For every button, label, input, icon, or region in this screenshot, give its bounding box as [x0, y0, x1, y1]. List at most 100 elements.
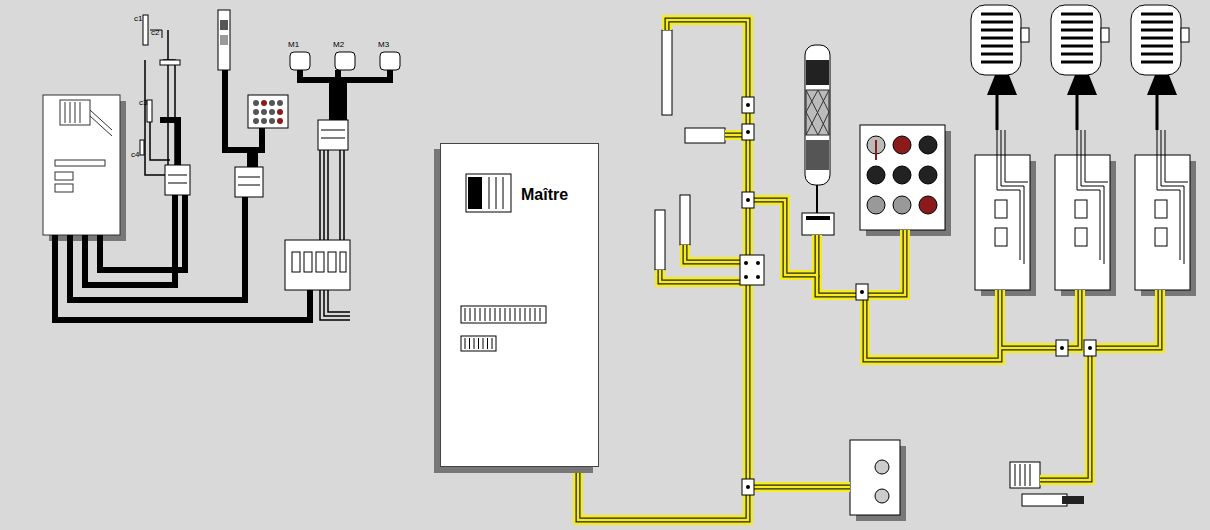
bus-tee-dot: [756, 275, 760, 279]
io-terminal: [540, 308, 541, 321]
motor-fin: [981, 53, 1013, 56]
motor-cable: [1156, 95, 1159, 130]
drive-part: [1155, 228, 1167, 246]
io-terminal: [500, 308, 501, 321]
motor-cable: [1076, 95, 1079, 130]
bus-cable-core: [660, 270, 748, 282]
bus-cable-halo: [748, 200, 817, 275]
motor-fin: [1141, 61, 1173, 64]
bus-cable-core: [748, 486, 850, 489]
motor-fin: [1061, 13, 1093, 16]
io-terminal: [490, 308, 491, 321]
motor-fin: [1061, 21, 1093, 24]
bus-tee-dot: [860, 290, 864, 294]
device-label: c3: [139, 98, 147, 107]
motor-fin: [1061, 37, 1093, 40]
bus-cable-core: [1000, 290, 1080, 348]
io-terminal: [487, 338, 488, 349]
io-terminal: [535, 308, 536, 321]
bus-tee: [742, 124, 754, 140]
bus-tee: [1084, 340, 1096, 356]
io-terminal: [515, 308, 516, 321]
motor-fin: [981, 37, 1013, 40]
io-terminal: [485, 308, 486, 321]
motor-fin: [1141, 37, 1173, 40]
bus-cable-edge: [685, 245, 748, 262]
bus-tee: [740, 97, 1096, 495]
io-terminal: [478, 338, 479, 349]
bus-cable-core: [1090, 290, 1160, 348]
bus-tee: [1056, 340, 1068, 356]
motor-fin: [1141, 45, 1173, 48]
motor-fin: [1141, 21, 1173, 24]
bus-cable-halo: [685, 245, 748, 262]
motor-fin: [1061, 45, 1093, 48]
bus-tee-dot: [746, 103, 750, 107]
conventional-wiring: [43, 10, 400, 320]
io-terminal: [492, 338, 493, 349]
bus-tee: [742, 97, 754, 113]
motor: [1051, 5, 1101, 75]
motor-terminal: [1021, 28, 1029, 42]
io-terminal: [505, 308, 506, 321]
io-terminal: [469, 338, 470, 349]
motor-drive: [1055, 155, 1110, 290]
device-label: c2: [151, 28, 159, 37]
bus-tee-dot: [746, 130, 750, 134]
bus-cable-halo: [1040, 348, 1090, 480]
motor-fin: [981, 29, 1013, 32]
motor-fin: [1141, 29, 1173, 32]
io-card: [461, 306, 546, 323]
bus-cable-edge: [748, 485, 850, 490]
bus-tee-dot: [746, 485, 750, 489]
io-terminal: [480, 308, 481, 321]
bus-cable-core: [1040, 348, 1090, 480]
drive-part: [1075, 200, 1087, 218]
motor-terminal: [1101, 28, 1109, 42]
io-terminal: [525, 308, 526, 321]
drive-part: [995, 228, 1007, 246]
drive-wire: [1077, 130, 1108, 264]
bus-tee: [740, 255, 764, 285]
io-terminal: [510, 308, 511, 321]
bus-cable-edge: [1040, 348, 1090, 480]
drive-wire: [997, 130, 1028, 264]
bus-cable-edge: [865, 290, 1000, 360]
io-terminal: [530, 308, 531, 321]
bus-tee-dot: [1060, 346, 1064, 350]
bus-cable-halo: [748, 482, 850, 492]
bus-tee-dot: [1088, 346, 1092, 350]
bus-tee-dot: [746, 198, 750, 202]
io-terminal: [475, 308, 476, 321]
io-terminal: [483, 338, 484, 349]
bus-tee-dot: [744, 261, 748, 265]
plc: [466, 174, 511, 212]
motor-drive: [1135, 155, 1190, 290]
motor-fin: [1061, 29, 1093, 32]
io-terminal: [474, 338, 475, 349]
io-terminal: [495, 308, 496, 321]
motor-fin: [981, 21, 1013, 24]
device-label: M3: [378, 40, 389, 49]
io-terminal: [465, 338, 466, 349]
motor: [1131, 5, 1181, 75]
motor-fin: [1141, 13, 1173, 16]
device-label: c1: [134, 14, 142, 23]
drive-part: [1155, 200, 1167, 218]
motor: [971, 5, 1021, 75]
motor-drive: [975, 155, 1030, 290]
plc-slot: [489, 177, 503, 209]
device-label: M1: [288, 40, 299, 49]
motor-fin: [1061, 53, 1093, 56]
motor-fin: [1061, 61, 1093, 64]
motor-fin: [981, 61, 1013, 64]
bus-cable-halo: [1090, 290, 1160, 348]
master-cabinet: Maître: [440, 143, 599, 467]
bus-cable-halo: [660, 270, 748, 282]
fieldbus-devices: [655, 5, 1196, 521]
bus-cable-halo: [1000, 290, 1080, 348]
drive-wire: [1157, 130, 1188, 264]
plc-drawing: [441, 144, 598, 466]
bus-cable-core: [685, 245, 748, 262]
